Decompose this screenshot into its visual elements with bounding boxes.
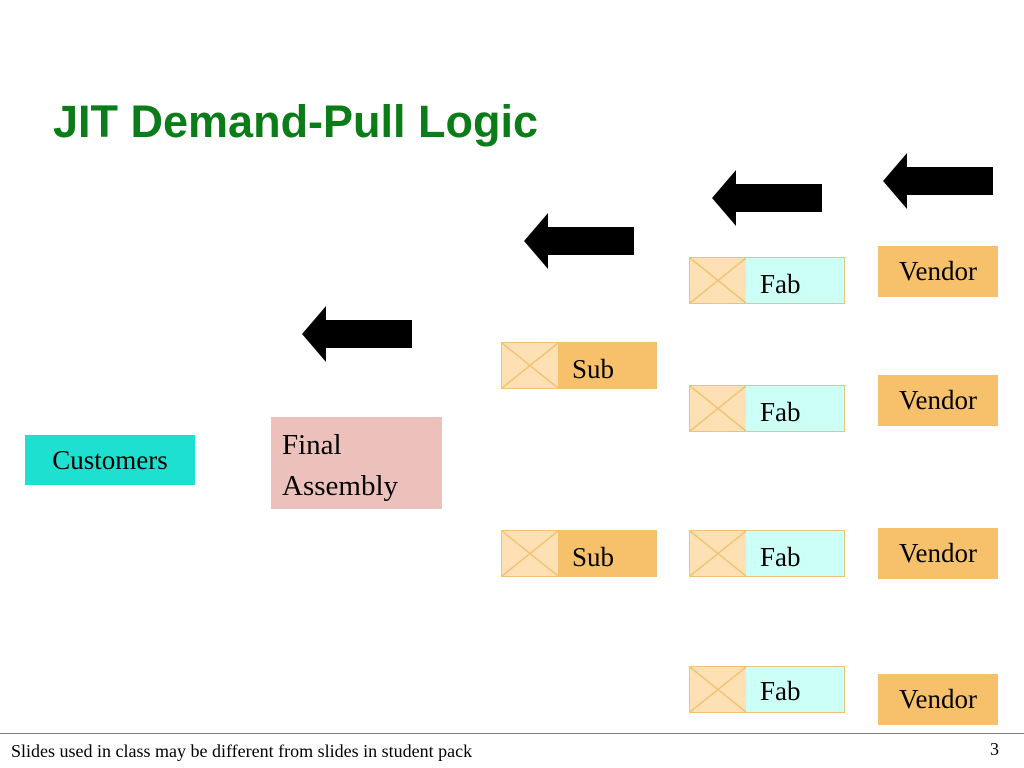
fab-label: Fab (746, 386, 844, 431)
placeholder-x-icon (502, 343, 558, 388)
fab-label: Fab (746, 258, 844, 303)
vendor-box: Vendor (878, 246, 998, 297)
footer-note: Slides used in class may be different fr… (11, 741, 473, 761)
customers-box: Customers (25, 435, 195, 485)
placeholder-x-icon (690, 667, 746, 712)
placeholder-x-icon (690, 386, 746, 431)
left-arrow-icon (883, 153, 993, 209)
vendor-box: Vendor (878, 528, 998, 579)
left-arrow-icon (712, 170, 822, 226)
fab-box: Fab (689, 257, 845, 304)
fab-label: Fab (746, 667, 844, 712)
fab-box: Fab (689, 385, 845, 432)
placeholder-x-icon (690, 531, 746, 576)
final-assembly-line-2: Assembly (282, 470, 398, 502)
fab-box: Fab (689, 530, 845, 577)
left-arrow-icon (302, 306, 412, 362)
sub-box: Sub (501, 530, 657, 577)
page-number: 3 (990, 739, 999, 759)
vendor-box: Vendor (878, 674, 998, 725)
sub-label: Sub (558, 343, 656, 388)
left-arrow-icon (524, 213, 634, 269)
fab-box: Fab (689, 666, 845, 713)
final-assembly-box: Final Assembly (271, 417, 442, 509)
final-assembly-line-1: Final (282, 429, 342, 461)
footer-divider (0, 733, 1024, 734)
fab-label: Fab (746, 531, 844, 576)
sub-box: Sub (501, 342, 657, 389)
placeholder-x-icon (502, 531, 558, 576)
vendor-box: Vendor (878, 375, 998, 426)
placeholder-x-icon (690, 258, 746, 303)
sub-label: Sub (558, 531, 656, 576)
page-title: JIT Demand-Pull Logic (53, 96, 539, 147)
